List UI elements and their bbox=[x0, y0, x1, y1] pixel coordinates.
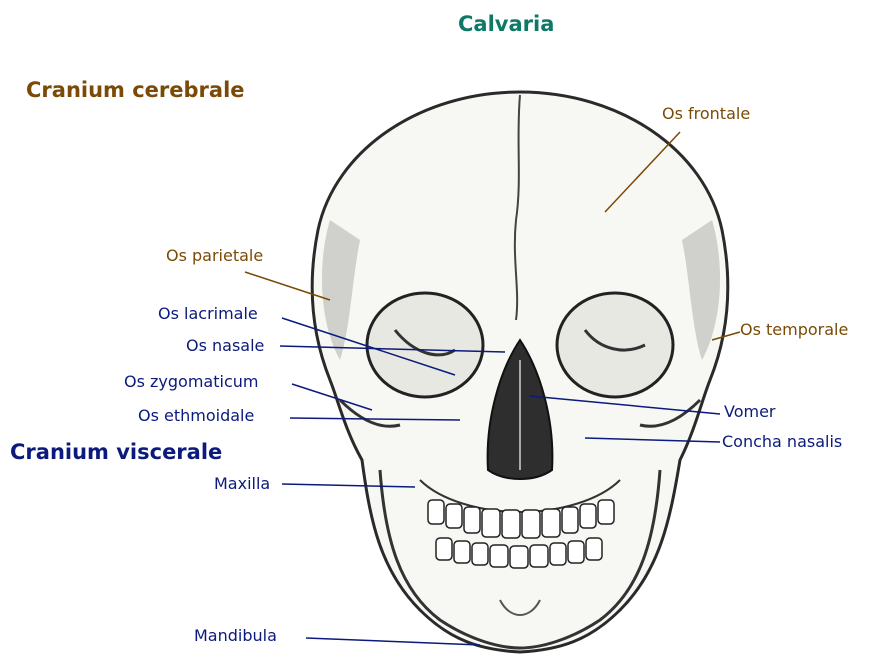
label-vomer: Vomer bbox=[724, 404, 776, 420]
group-label-cranium-viscerale: Cranium viscerale bbox=[10, 442, 222, 463]
label-os-ethmoidale: Os ethmoidale bbox=[138, 408, 254, 424]
group-label-cranium-cerebrale: Cranium cerebrale bbox=[26, 80, 245, 101]
right-orbit bbox=[557, 293, 673, 397]
label-os-frontale: Os frontale bbox=[662, 106, 750, 122]
label-os-temporale: Os temporale bbox=[740, 322, 848, 338]
label-os-nasale: Os nasale bbox=[186, 338, 264, 354]
diagram-title: Calvaria bbox=[458, 14, 554, 35]
label-mandibula: Mandibula bbox=[194, 628, 277, 644]
label-os-lacrimale: Os lacrimale bbox=[158, 306, 258, 322]
left-orbit bbox=[367, 293, 483, 397]
label-os-zygomaticum: Os zygomaticum bbox=[124, 374, 258, 390]
label-os-parietale: Os parietale bbox=[166, 248, 263, 264]
label-concha-nasalis: Concha nasalis bbox=[722, 434, 842, 450]
label-maxilla: Maxilla bbox=[214, 476, 270, 492]
